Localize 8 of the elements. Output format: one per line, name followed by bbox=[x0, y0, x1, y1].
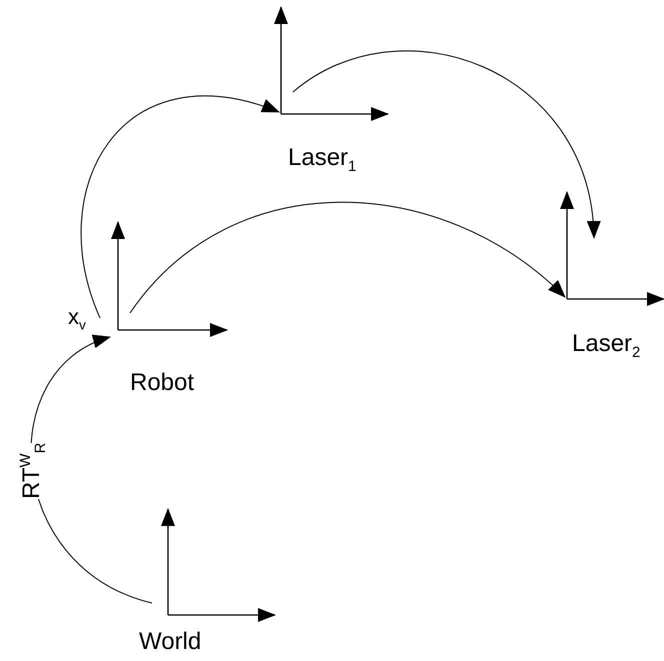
arrow bbox=[80, 96, 280, 318]
frame-label: Laser$_{2}$ bbox=[572, 332, 640, 361]
frame-label: Robot bbox=[130, 371, 194, 395]
arrow bbox=[130, 202, 566, 314]
variable-label: x$_{v}$ bbox=[68, 306, 86, 332]
frame-label: World bbox=[139, 630, 202, 654]
frame-label: Laser$_{1}$ bbox=[288, 146, 356, 175]
arrow bbox=[292, 50, 600, 239]
